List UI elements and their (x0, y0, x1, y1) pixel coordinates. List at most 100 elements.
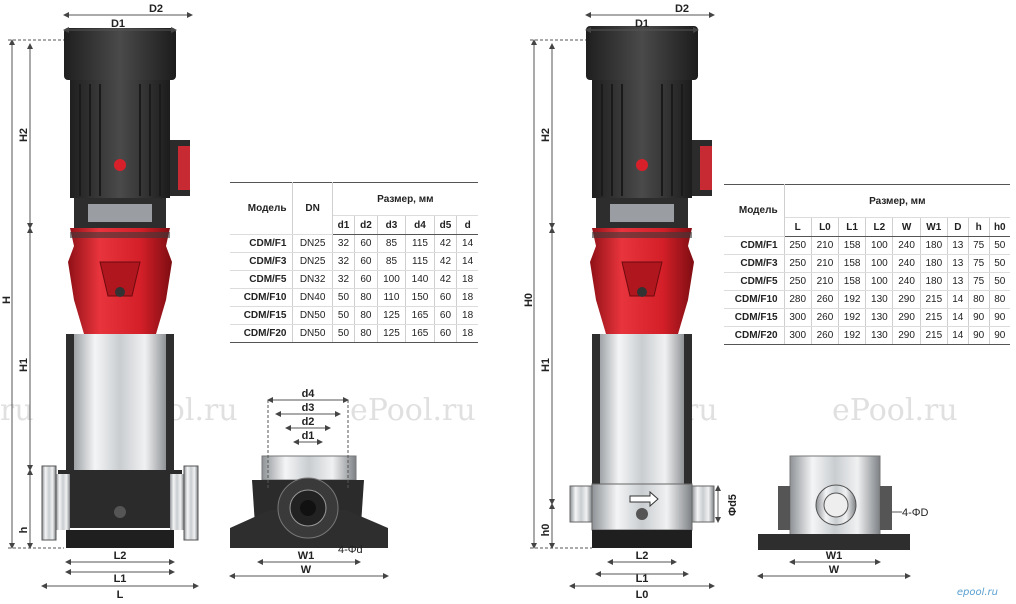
value-cell: 13 (947, 254, 969, 273)
value-cell: 192 (838, 308, 867, 327)
value-cell: 260 (811, 308, 840, 327)
dim-h-left: h (18, 526, 30, 533)
model-cell: CDM/F20 (724, 326, 785, 345)
tr-subcol-2: L1 (838, 217, 867, 237)
value-cell: 300 (784, 308, 812, 327)
tl-subcol-3: d4 (405, 215, 435, 235)
value-cell: 50 (989, 236, 1010, 255)
flow-arrow-icon (629, 490, 659, 508)
dim-holes-left: 4-Φd (338, 544, 363, 556)
value-cell: 158 (838, 236, 867, 255)
dim-H-left: H (1, 296, 13, 304)
value-cell: 158 (838, 272, 867, 291)
model-cell: CDM/F5 (230, 270, 294, 289)
value-cell: 80 (354, 324, 378, 343)
watermark-4: ePool.ru (832, 393, 958, 428)
value-cell: 130 (865, 326, 894, 345)
tr-subcol-1: L0 (811, 217, 840, 237)
value-cell: 210 (811, 254, 840, 273)
dim-D2-right: D2 (675, 3, 689, 15)
value-cell: 165 (405, 324, 435, 343)
model-cell: CDM/F15 (724, 308, 785, 327)
value-cell: 50 (332, 306, 356, 325)
value-cell: 60 (354, 252, 378, 271)
value-cell: 240 (892, 236, 921, 255)
dim-W-right: W (829, 564, 840, 576)
dim-H0-right: H0 (523, 293, 535, 307)
value-cell: 13 (947, 272, 969, 291)
value-cell: 115 (405, 252, 435, 271)
tr-subcol-4: W (892, 217, 921, 237)
value-cell: 14 (456, 252, 478, 271)
dn-cell: DN50 (292, 306, 333, 325)
value-cell: 42 (434, 234, 458, 253)
value-cell: 13 (947, 236, 969, 255)
value-cell: 80 (968, 290, 990, 309)
model-cell: CDM/F10 (230, 288, 294, 307)
dn-cell: DN32 (292, 270, 333, 289)
value-cell: 140 (405, 270, 435, 289)
value-cell: 215 (920, 290, 948, 309)
dn-cell: DN50 (292, 324, 333, 343)
value-cell: 75 (968, 236, 990, 255)
left-pump-front-view (41, 28, 199, 548)
value-cell: 290 (892, 326, 921, 345)
value-cell: 14 (947, 326, 969, 345)
model-cell: CDM/F20 (230, 324, 294, 343)
tr-subcol-8: h0 (989, 217, 1010, 237)
value-cell: 158 (838, 254, 867, 273)
value-cell: 90 (968, 326, 990, 345)
dim-D1-right: D1 (635, 18, 649, 30)
dim-W1-left: W1 (298, 550, 315, 562)
model-cell: CDM/F15 (230, 306, 294, 325)
tr-subcol-5: W1 (920, 217, 948, 237)
dn-cell: DN25 (292, 234, 333, 253)
dn-cell: DN25 (292, 252, 333, 271)
value-cell: 180 (920, 272, 948, 291)
value-cell: 130 (865, 290, 894, 309)
dim-W-left: W (301, 564, 312, 576)
value-cell: 250 (784, 254, 812, 273)
dim-H1-left: H1 (18, 358, 30, 372)
model-cell: CDM/F3 (724, 254, 785, 273)
value-cell: 250 (784, 236, 812, 255)
value-cell: 60 (434, 324, 458, 343)
dim-H2-left: H2 (18, 128, 30, 142)
value-cell: 260 (811, 290, 840, 309)
value-cell: 110 (377, 288, 407, 307)
col-model-header-right: Модель (724, 184, 785, 237)
value-cell: 115 (405, 234, 435, 253)
value-cell: 290 (892, 308, 921, 327)
motor-badge-icon (114, 159, 126, 171)
value-cell: 80 (354, 288, 378, 307)
value-cell: 300 (784, 326, 812, 345)
value-cell: 125 (377, 324, 407, 343)
dim-d3: d3 (302, 402, 315, 414)
value-cell: 260 (811, 326, 840, 345)
dim-L0-right: L0 (636, 589, 649, 601)
value-cell: 18 (456, 324, 478, 343)
value-cell: 100 (865, 236, 894, 255)
value-cell: 192 (838, 326, 867, 345)
model-cell: CDM/F5 (724, 272, 785, 291)
dn-cell: DN40 (292, 288, 333, 307)
value-cell: 90 (968, 308, 990, 327)
model-cell: CDM/F1 (724, 236, 785, 255)
value-cell: 240 (892, 254, 921, 273)
value-cell: 14 (456, 234, 478, 253)
watermark-edge: ru (0, 393, 34, 428)
value-cell: 130 (865, 308, 894, 327)
value-cell: 100 (865, 272, 894, 291)
value-cell: 14 (947, 308, 969, 327)
dim-H2-right: H2 (540, 128, 552, 142)
col-size-header: Размер, мм (332, 182, 478, 216)
value-cell: 60 (434, 288, 458, 307)
value-cell: 280 (784, 290, 812, 309)
value-cell: 75 (968, 272, 990, 291)
